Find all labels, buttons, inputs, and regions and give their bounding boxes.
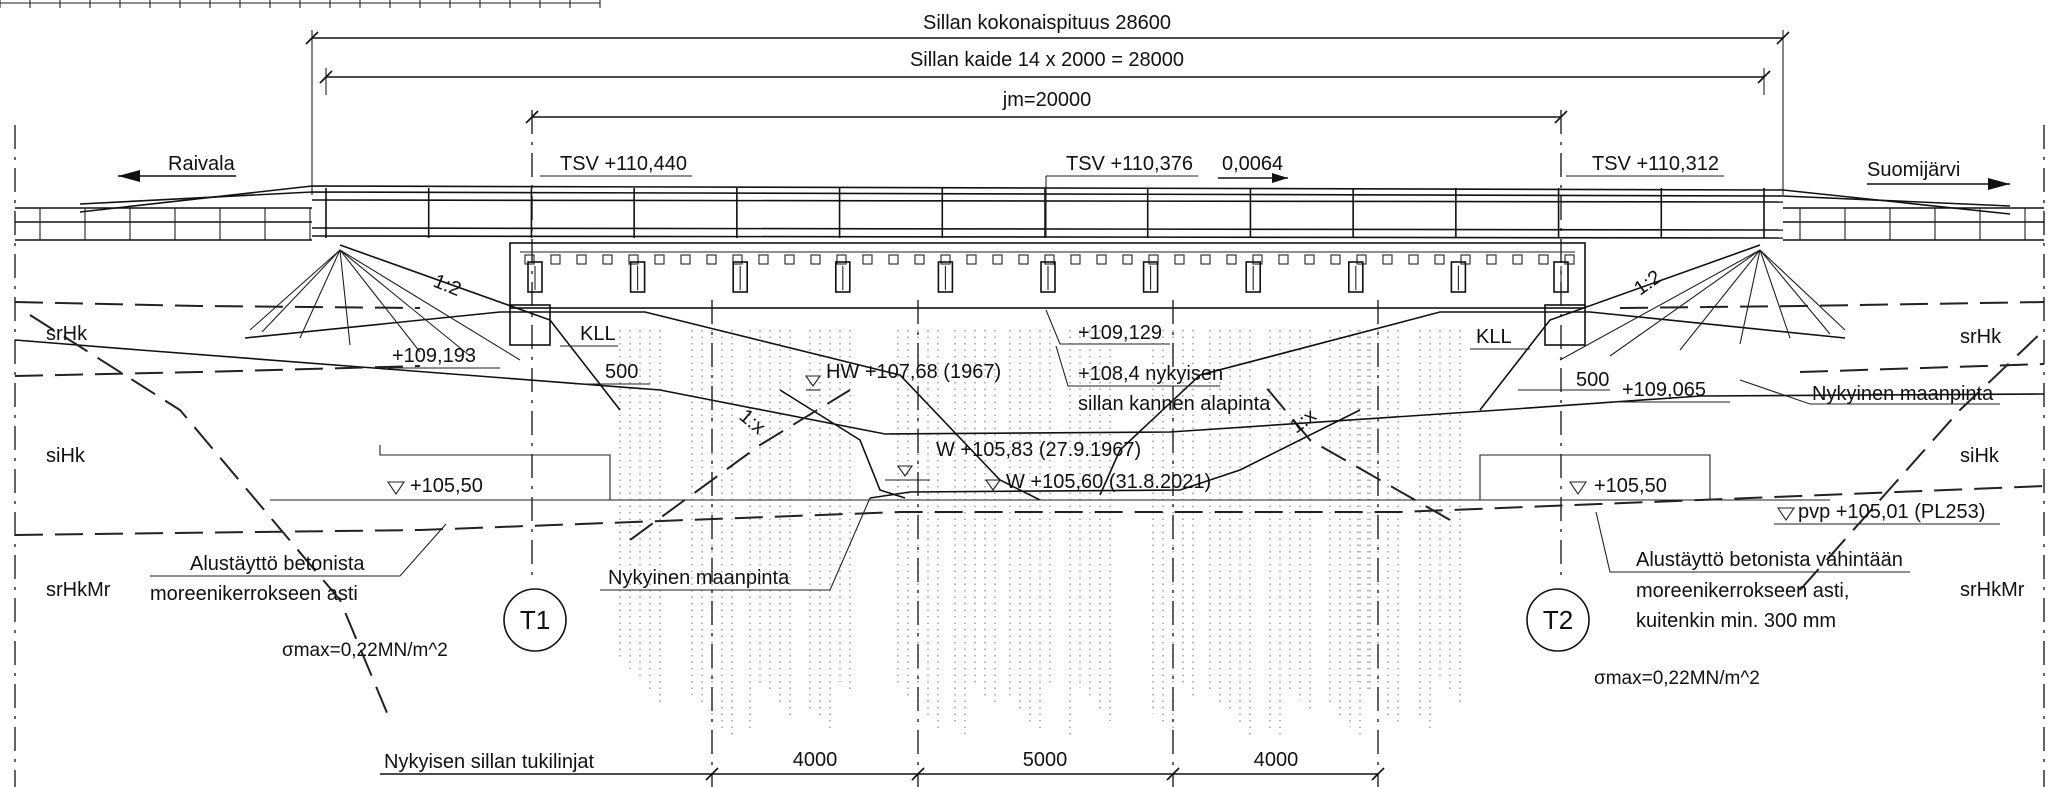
sigma-right-label: σmax=0,22MN/m^2 bbox=[1594, 668, 1760, 689]
soil-left-1: srHk bbox=[46, 323, 88, 345]
support-lines-label: Nykyisen sillan tukilinjat bbox=[384, 751, 595, 773]
soil-left-2: siHk bbox=[46, 445, 86, 467]
existing-deck-caption: sillan kannen alapinta bbox=[1078, 393, 1271, 415]
soil-right-1: srHk bbox=[1960, 326, 2002, 348]
bridge-deck bbox=[509, 242, 1586, 309]
top-ruler bbox=[0, 0, 601, 8]
support-left-level: +109,193 bbox=[392, 345, 476, 367]
w1967-level: W +105,83 (27.9.1967) bbox=[936, 439, 1141, 461]
kll-left-label: KLL bbox=[580, 323, 616, 345]
fill-right-line3: kuitenkin min. 300 mm bbox=[1636, 610, 1836, 632]
kll-right-label: KLL bbox=[1476, 326, 1512, 348]
slope-label-1: 1:2 bbox=[430, 270, 464, 301]
offset-right-label: 500 bbox=[1576, 369, 1609, 391]
soil-left-3: srHkMr bbox=[46, 579, 111, 601]
soil-right-2: siHk bbox=[1960, 445, 2000, 467]
direction-right-label: Suomijärvi bbox=[1867, 159, 1960, 181]
axis-t1-label: T1 bbox=[520, 605, 550, 635]
slope-label-2: 1:2 bbox=[1630, 266, 1665, 300]
gradient-label: 0,0064 bbox=[1222, 153, 1283, 175]
found-right-level: +105,50 bbox=[1594, 475, 1667, 497]
deck-bottom-level: +109,129 bbox=[1078, 322, 1162, 344]
support-axes: T1 T2 bbox=[503, 110, 1590, 652]
pvp-level: pvp +105,01 (PL253) bbox=[1798, 501, 1985, 523]
w2021-level: W +105,60 (31.8.2021) bbox=[1006, 471, 1211, 493]
bridge-railing bbox=[15, 185, 2044, 241]
fill-left-line1: Alustäyttö betonista bbox=[190, 553, 365, 575]
spacing-b-label: 5000 bbox=[1023, 749, 1068, 771]
tsv-right-label: TSV +110,312 bbox=[1592, 153, 1719, 175]
offset-left-label: 500 bbox=[605, 361, 638, 383]
soil-right-3: srHkMr bbox=[1960, 579, 2025, 601]
span-label: jm=20000 bbox=[1002, 89, 1091, 111]
support-right-level: +109,065 bbox=[1622, 379, 1706, 401]
ground-lines bbox=[14, 301, 2045, 721]
ground-right-label: Nykyinen maanpinta bbox=[1812, 383, 1994, 405]
spacing-c-label: 4000 bbox=[1254, 749, 1299, 771]
fill-right-line1: Alustäyttö betonista vähintään bbox=[1636, 549, 1903, 571]
found-left-level: +105,50 bbox=[410, 475, 483, 497]
dimension-lines: Sillan kokonaispituus 28600 Sillan kaide… bbox=[305, 12, 1790, 195]
existing-deck-level: +108,4 nykyisen bbox=[1078, 363, 1223, 385]
ground-left-label: Nykyinen maanpinta bbox=[608, 567, 790, 589]
hw-level: HW +107,68 (1967) bbox=[826, 361, 1001, 383]
tsv-mid-label: TSV +110,376 bbox=[1066, 153, 1193, 175]
direction-left-label: Raivala bbox=[168, 153, 236, 175]
railing-length-label: Sillan kaide 14 x 2000 = 28000 bbox=[910, 49, 1184, 71]
existing-piles bbox=[619, 330, 1461, 739]
tsv-left-label: TSV +110,440 bbox=[560, 153, 687, 175]
spacing-a-label: 4000 bbox=[793, 749, 838, 771]
drawing-labels: Raivala Suomijärvi TSV +110,440 TSV +110… bbox=[46, 153, 2025, 787]
fill-left-line2: moreenikerrokseen asti bbox=[150, 583, 358, 605]
axis-t2-label: T2 bbox=[1543, 605, 1573, 635]
total-length-label: Sillan kokonaispituus 28600 bbox=[923, 12, 1171, 34]
sigma-left-label: σmax=0,22MN/m^2 bbox=[282, 640, 448, 661]
fill-right-line2: moreenikerrokseen asti, bbox=[1636, 580, 1849, 602]
abutments bbox=[244, 244, 1846, 501]
